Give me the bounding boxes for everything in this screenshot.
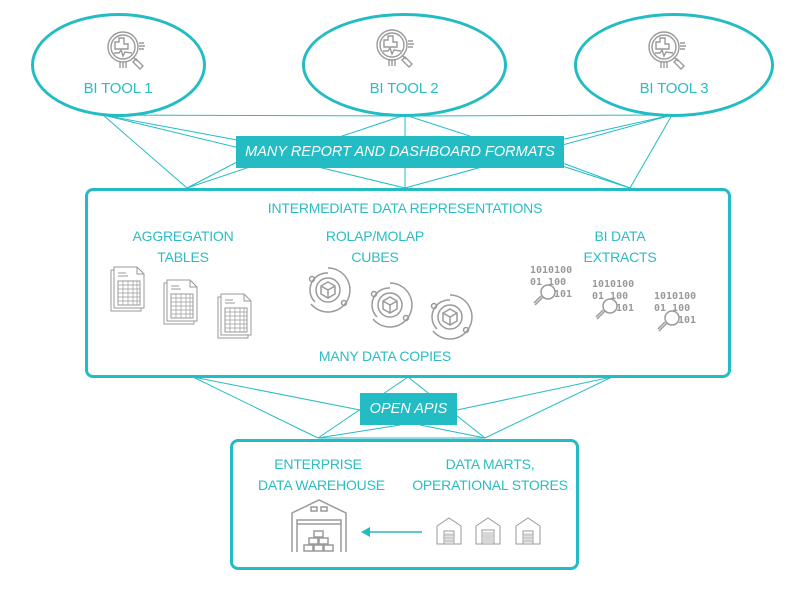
small-store-icon — [475, 517, 501, 545]
connector-line — [192, 376, 361, 411]
connector-line — [192, 376, 319, 439]
bi-tool-3-node — [574, 13, 774, 117]
svg-text:101: 101 — [616, 303, 634, 314]
open-apis-banner: OPEN APIS — [360, 393, 457, 425]
connector-line — [102, 114, 404, 117]
data-cube-orbit-icon — [430, 294, 473, 340]
connector-line — [186, 161, 238, 189]
svg-text:01 100: 01 100 — [592, 291, 628, 302]
binary-search-icon: 1010100 01 100 101 — [530, 265, 572, 306]
marts-label-line1: DATA MARTS, — [445, 456, 535, 472]
connector-line — [419, 424, 486, 439]
bi-tool-1-label: BI TOOL 1 — [83, 80, 153, 97]
binary-search-icon: 1010100 01 100 101 — [654, 291, 696, 332]
small-store-icon — [515, 517, 541, 545]
spreadsheet-document-icon — [110, 266, 145, 312]
marts-label-line2: OPERATIONAL STORES — [412, 477, 568, 493]
report-formats-banner: MANY REPORT AND DASHBOARD FORMATS — [236, 136, 564, 168]
intermediate-title: INTERMEDIATE DATA REPRESENTATIONS — [267, 200, 543, 216]
arrow-left-icon — [361, 527, 422, 537]
bi-tool-2-node — [302, 13, 507, 117]
small-store-icon — [436, 517, 462, 545]
warehouse-label-line1: ENTERPRISE — [274, 456, 362, 472]
svg-text:101: 101 — [554, 289, 572, 300]
svg-text:101: 101 — [678, 315, 696, 326]
aggregation-label-line1: AGGREGATION — [132, 228, 234, 244]
connector-line — [559, 161, 631, 189]
connector-line — [317, 424, 401, 439]
cubes-label-line1: ROLAP/MOLAP — [325, 228, 425, 244]
binary-search-icon: 1010100 01 100 101 — [592, 279, 634, 320]
connector-line — [559, 114, 673, 141]
connector-line — [102, 114, 238, 141]
warehouse-label-line2: DATA WAREHOUSE — [258, 477, 385, 493]
cubes-label-line2: CUBES — [351, 249, 399, 265]
svg-text:01 100: 01 100 — [654, 303, 690, 314]
svg-text:1010100: 1010100 — [592, 279, 634, 290]
spreadsheet-document-icon — [217, 293, 252, 339]
warehouse-icon — [291, 499, 347, 552]
connector-line — [456, 376, 613, 411]
data-cube-orbit-icon — [308, 267, 351, 313]
bi-analytics-magnifier-icon — [376, 29, 414, 68]
bi-tool-3-label: BI TOOL 3 — [639, 80, 709, 97]
connector-line — [102, 114, 188, 189]
many-data-copies-label: MANY DATA COPIES — [318, 348, 452, 364]
data-cube-orbit-icon — [370, 282, 413, 328]
connector-line — [629, 114, 673, 189]
spreadsheet-document-icon — [163, 279, 198, 325]
extracts-label-line1: BI DATA — [594, 228, 646, 244]
extracts-label-line2: EXTRACTS — [583, 249, 657, 265]
bi-tool-2-label: BI TOOL 2 — [369, 80, 439, 97]
svg-text:01 100: 01 100 — [530, 277, 566, 288]
bi-analytics-magnifier-icon — [648, 31, 686, 70]
connector-line — [404, 114, 673, 117]
bi-tool-1-node — [31, 13, 206, 117]
storage-panel — [230, 439, 579, 570]
aggregation-label-line2: TABLES — [157, 249, 209, 265]
bi-analytics-magnifier-icon — [107, 31, 145, 70]
svg-text:1010100: 1010100 — [530, 265, 572, 276]
svg-text:1010100: 1010100 — [654, 291, 696, 302]
connector-line — [484, 376, 613, 439]
